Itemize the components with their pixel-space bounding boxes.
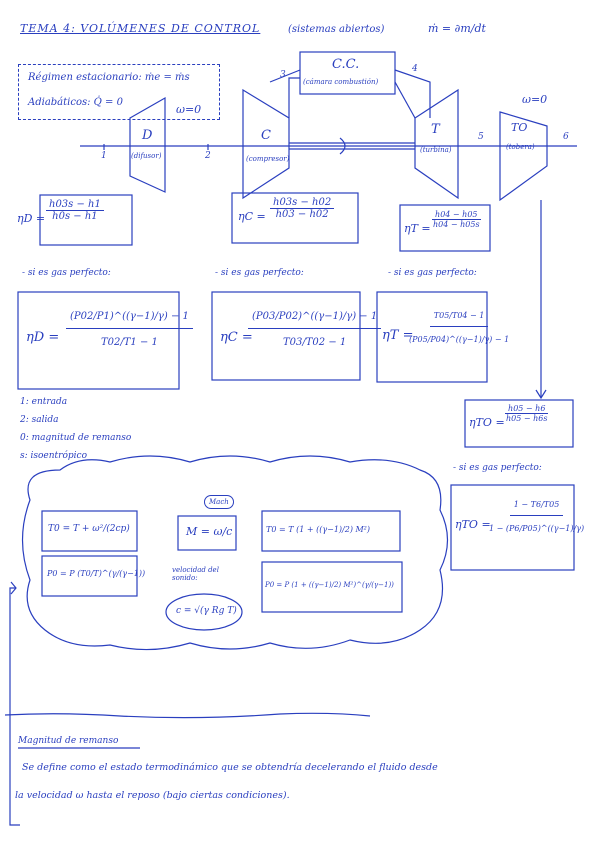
pg-nozzle-top: 1 − T6/T05	[509, 494, 564, 516]
diffuser-sublabel: (difusor)	[131, 152, 162, 160]
pg-diffuser-lhs: ηD =	[26, 330, 60, 345]
eff-turbine-num: h04 − h05	[432, 210, 481, 220]
perfect-gas-label-1: - si es gas perfecto:	[22, 268, 111, 278]
station-4: 4	[412, 64, 418, 74]
cloud-eq-t0: T0 = T + ω²/(2cp)	[48, 524, 130, 534]
diffuser-label: D	[142, 128, 153, 143]
cloud-eq-t0-mach: T0 = T (1 + ((γ−1)/2) M²)	[266, 525, 370, 534]
nozzle-label: TO	[511, 121, 528, 134]
eff-turbine-lhs: ηT =	[404, 222, 431, 235]
pg-compressor-bottom: T03/T02 − 1	[282, 337, 347, 348]
omega-zero-left: ω=0	[176, 103, 202, 116]
station-2: 2	[205, 151, 211, 161]
eff-diffuser-num: h03s − h1	[46, 199, 104, 211]
pg-nozzle-fraction: 1 − T6/T05 1 − (P6/P05)^((γ−1)/γ)	[485, 494, 588, 541]
remanso-text-line1: Se define como el estado termodinámico q…	[22, 762, 438, 773]
mass-flow-definition: ṁ = ∂m/dt	[428, 22, 486, 35]
eff-compressor-num: h03s − h02	[270, 197, 335, 209]
pg-turbine-top: T05/T04 − 1	[429, 305, 489, 327]
eff-nozzle-num: h05 − h6	[505, 404, 549, 414]
legend-item-remanso: 0: magnitud de remanso	[20, 433, 132, 443]
turbine-label: T	[431, 122, 440, 137]
page-subtitle: (sistemas abiertos)	[288, 24, 385, 35]
page-title: TEMA 4: VOLÚMENES DE CONTROL	[20, 22, 261, 35]
remanso-text-line2: la velocidad ω hasta el reposo (bajo cie…	[15, 790, 290, 801]
eff-nozzle-lhs: ηTO =	[469, 416, 505, 429]
cc-label: C.C.	[332, 57, 360, 72]
mach-eq: M = ω/c	[186, 525, 233, 538]
eff-compressor-den: h03 − h02	[275, 209, 329, 220]
pg-diffuser-bottom: T02/T1 − 1	[100, 337, 158, 348]
pg-nozzle-lhs: ηTO =	[455, 518, 491, 531]
perfect-gas-label-2: - si es gas perfecto:	[215, 268, 304, 278]
sound-speed-label: velocidad del sonido:	[172, 566, 219, 582]
mach-label: Mach	[204, 495, 234, 509]
eff-turbine-den: h04 − h05s	[433, 220, 480, 229]
perfect-gas-label-3: - si es gas perfecto:	[388, 268, 477, 278]
note-adiabatic: Adiabáticos: Q̇ = 0	[28, 97, 123, 108]
omega-zero-right: ω=0	[522, 93, 548, 106]
pg-turbine-bottom: (P05/P04)^((γ−1)/γ) − 1	[409, 335, 510, 344]
compressor-sublabel: (compresor)	[246, 155, 290, 163]
nozzle-sublabel: (tobera)	[506, 143, 535, 151]
pg-compressor-lhs: ηC =	[220, 330, 253, 345]
pg-diffuser-top: (P02/P1)^((γ−1)/γ) − 1	[66, 305, 193, 329]
station-6: 6	[563, 132, 569, 142]
legend-item-entrada: 1: entrada	[20, 397, 68, 407]
eff-nozzle-den: h05 − h6s	[506, 414, 548, 423]
station-5: 5	[478, 132, 484, 142]
turbine-sublabel: (turbina)	[420, 146, 452, 154]
pg-turbine-fraction: T05/T04 − 1 (P05/P04)^((γ−1)/γ) − 1	[405, 305, 513, 352]
pg-turbine-lhs: ηT =	[382, 328, 414, 343]
eff-diffuser-den: h0s − h1	[52, 211, 98, 222]
legend-item-salida: 2: salida	[20, 415, 59, 425]
compressor-label: C	[261, 128, 271, 143]
eff-compressor-lhs: ηC =	[238, 210, 266, 223]
remanso-heading: Magnitud de remanso	[18, 736, 119, 746]
pg-compressor-fraction: (P03/P02)^((γ−1)/γ) − 1 T03/T02 − 1	[248, 305, 382, 356]
pg-diffuser-fraction: (P02/P1)^((γ−1)/γ) − 1 T02/T1 − 1	[66, 305, 193, 356]
station-1: 1	[101, 151, 107, 161]
perfect-gas-label-4: - si es gas perfecto:	[453, 463, 542, 473]
pg-compressor-top: (P03/P02)^((γ−1)/γ) − 1	[248, 305, 382, 329]
station-3: 3	[280, 70, 286, 80]
pg-nozzle-bottom: 1 − (P6/P05)^((γ−1)/γ)	[489, 524, 585, 533]
cloud-eq-p0: P0 = P (T0/T)^(γ/(γ−1))	[47, 569, 146, 578]
eff-diffuser-lhs: ηD =	[17, 212, 46, 225]
sound-speed-eq: c = √(γ Rg T)	[176, 606, 237, 616]
cloud-eq-p0-mach: P0 = P (1 + ((γ−1)/2) M²)^(γ/(γ−1))	[265, 581, 394, 589]
legend-item-isoentropico: s: isoentrópico	[20, 451, 87, 461]
notes-box	[18, 64, 220, 120]
cc-sublabel: (cámara combustión)	[303, 78, 379, 86]
note-steady-state: Régimen estacionario: ṁe = ṁs	[28, 72, 190, 83]
